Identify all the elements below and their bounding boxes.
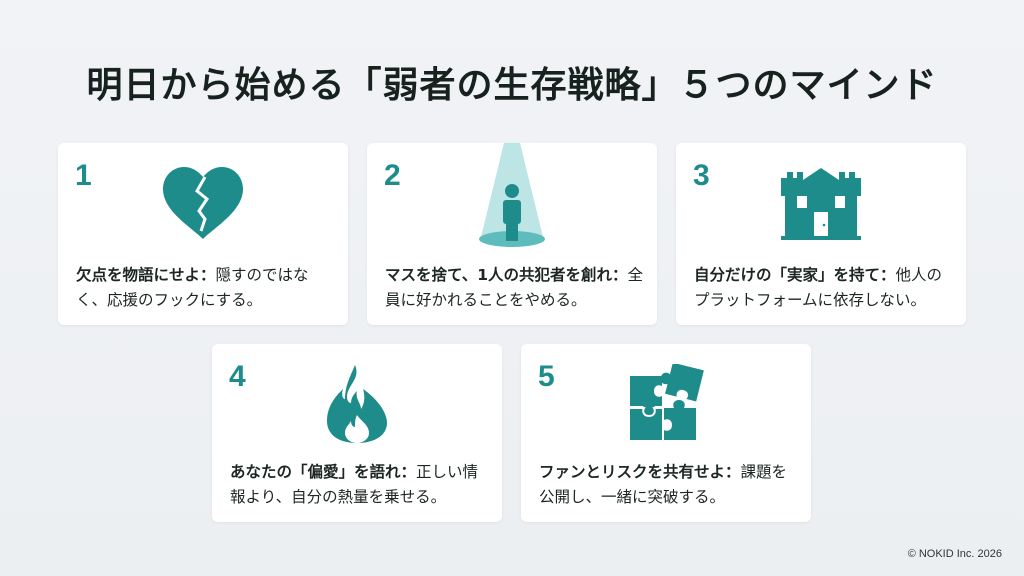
broken-heart-icon [153,153,253,253]
card-body: 他人のプラットフォームに依存しない。 [694,266,943,309]
mind-card-3: 3 自分だけの「実家」を持て：他人のプラットフォームに依存しない。 [676,143,966,325]
card-number: 3 [693,159,710,192]
mind-card-1: 1 欠点を物語にせよ：隠すのではなく、応援のフックにする。 [58,143,348,325]
card-body: 課題を公開し、一緒に突破する。 [539,463,788,506]
mind-card-4: 4 あなたの「偏愛」を語れ：正しい情報より、自分の熱量を乗せる。 [212,344,502,522]
card-text: ファンとリスクを共有せよ：課題を公開し、一緒に突破する。 [539,460,799,510]
card-heading: マスを捨て、1人の共犯者を創れ： [385,266,628,284]
card-number: 5 [538,360,555,393]
card-number: 4 [229,360,246,393]
card-heading: 自分だけの「実家」を持て： [694,266,896,284]
flame-icon [307,354,407,454]
puzzle-icon [616,354,716,454]
card-number: 1 [75,159,92,192]
card-number: 2 [384,159,401,192]
castle-home-icon [771,153,871,253]
card-text: マスを捨て、1人の共犯者を創れ：全員に好かれることをやめる。 [385,263,645,313]
card-heading: ファンとリスクを共有せよ： [539,463,741,481]
card-body: 隠すのではなく、応援のフックにする。 [76,266,309,309]
card-heading: あなたの「偏愛」を語れ： [230,463,417,481]
copyright-footer: © NOKID Inc. 2026 [907,548,1002,560]
page-title: 明日から始める「弱者の生存戦略」５つのマインド [86,65,938,106]
card-body: 全員に好かれることをやめる。 [385,266,644,309]
card-text: 欠点を物語にせよ：隠すのではなく、応援のフックにする。 [76,263,336,313]
card-text: 自分だけの「実家」を持て：他人のプラットフォームに依存しない。 [694,263,954,313]
mind-card-5: 5 ファンとリスクを共有せよ：課題を公開し、一緒に突破する。 [521,344,811,522]
card-body: 正しい情報より、自分の熱量を乗せる。 [230,463,479,506]
card-text: あなたの「偏愛」を語れ：正しい情報より、自分の熱量を乗せる。 [230,460,490,510]
card-heading: 欠点を物語にせよ： [76,266,216,284]
spotlight-person-icon [462,143,562,251]
mind-card-2: 2 マスを捨て、1人の共犯者を創れ：全員に好かれることをやめる。 [367,143,657,325]
